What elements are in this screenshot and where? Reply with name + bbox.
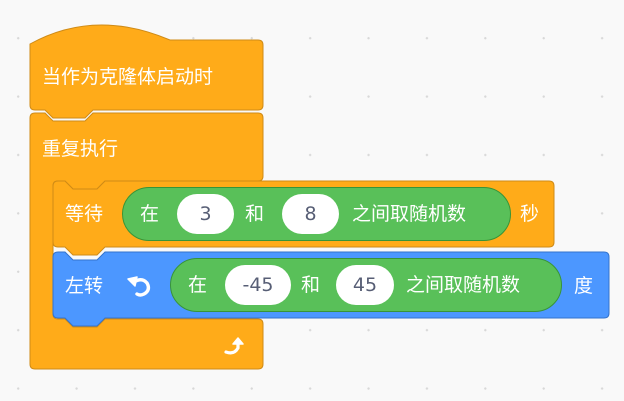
random-to-input[interactable]: 8 bbox=[282, 194, 339, 234]
pick-random-reporter[interactable]: 在 3 和 8 之间取随机数 bbox=[122, 187, 511, 241]
pick-random-suffix: 之间取随机数 bbox=[352, 203, 467, 225]
forever-block[interactable]: 重复执行 bbox=[30, 113, 263, 181]
wait-block[interactable]: 等待 在 3 和 8 之间取随机数 秒 bbox=[53, 181, 554, 247]
pick-random-and-label: 和 bbox=[301, 274, 321, 296]
pick-random-suffix: 之间取随机数 bbox=[406, 274, 521, 296]
hat-block-label: 当作为克隆体启动时 bbox=[42, 66, 214, 88]
rotate-left-icon bbox=[126, 274, 154, 300]
pick-random-reporter[interactable]: 在 -45 和 45 之间取随机数 bbox=[170, 258, 562, 312]
loop-arrow-icon bbox=[222, 334, 250, 358]
pick-random-prefix: 在 bbox=[188, 274, 208, 296]
forever-block-label: 重复执行 bbox=[42, 138, 119, 160]
when-i-start-as-clone-hat-block[interactable]: 当作为克隆体启动时 bbox=[30, 40, 263, 110]
wait-block-seconds-label: 秒 bbox=[520, 203, 540, 225]
pick-random-and-label: 和 bbox=[245, 203, 265, 225]
turn-left-label: 左转 bbox=[65, 275, 104, 297]
random-to-input[interactable]: 45 bbox=[336, 265, 394, 305]
pick-random-prefix: 在 bbox=[140, 203, 160, 225]
turn-left-degrees-label: 度 bbox=[574, 275, 594, 297]
random-from-input[interactable]: -45 bbox=[225, 265, 291, 305]
wait-block-label: 等待 bbox=[65, 203, 104, 225]
random-from-input[interactable]: 3 bbox=[177, 194, 234, 234]
turn-left-block[interactable]: 左转 在 -45 和 45 之间取随机数 度 bbox=[53, 252, 609, 318]
